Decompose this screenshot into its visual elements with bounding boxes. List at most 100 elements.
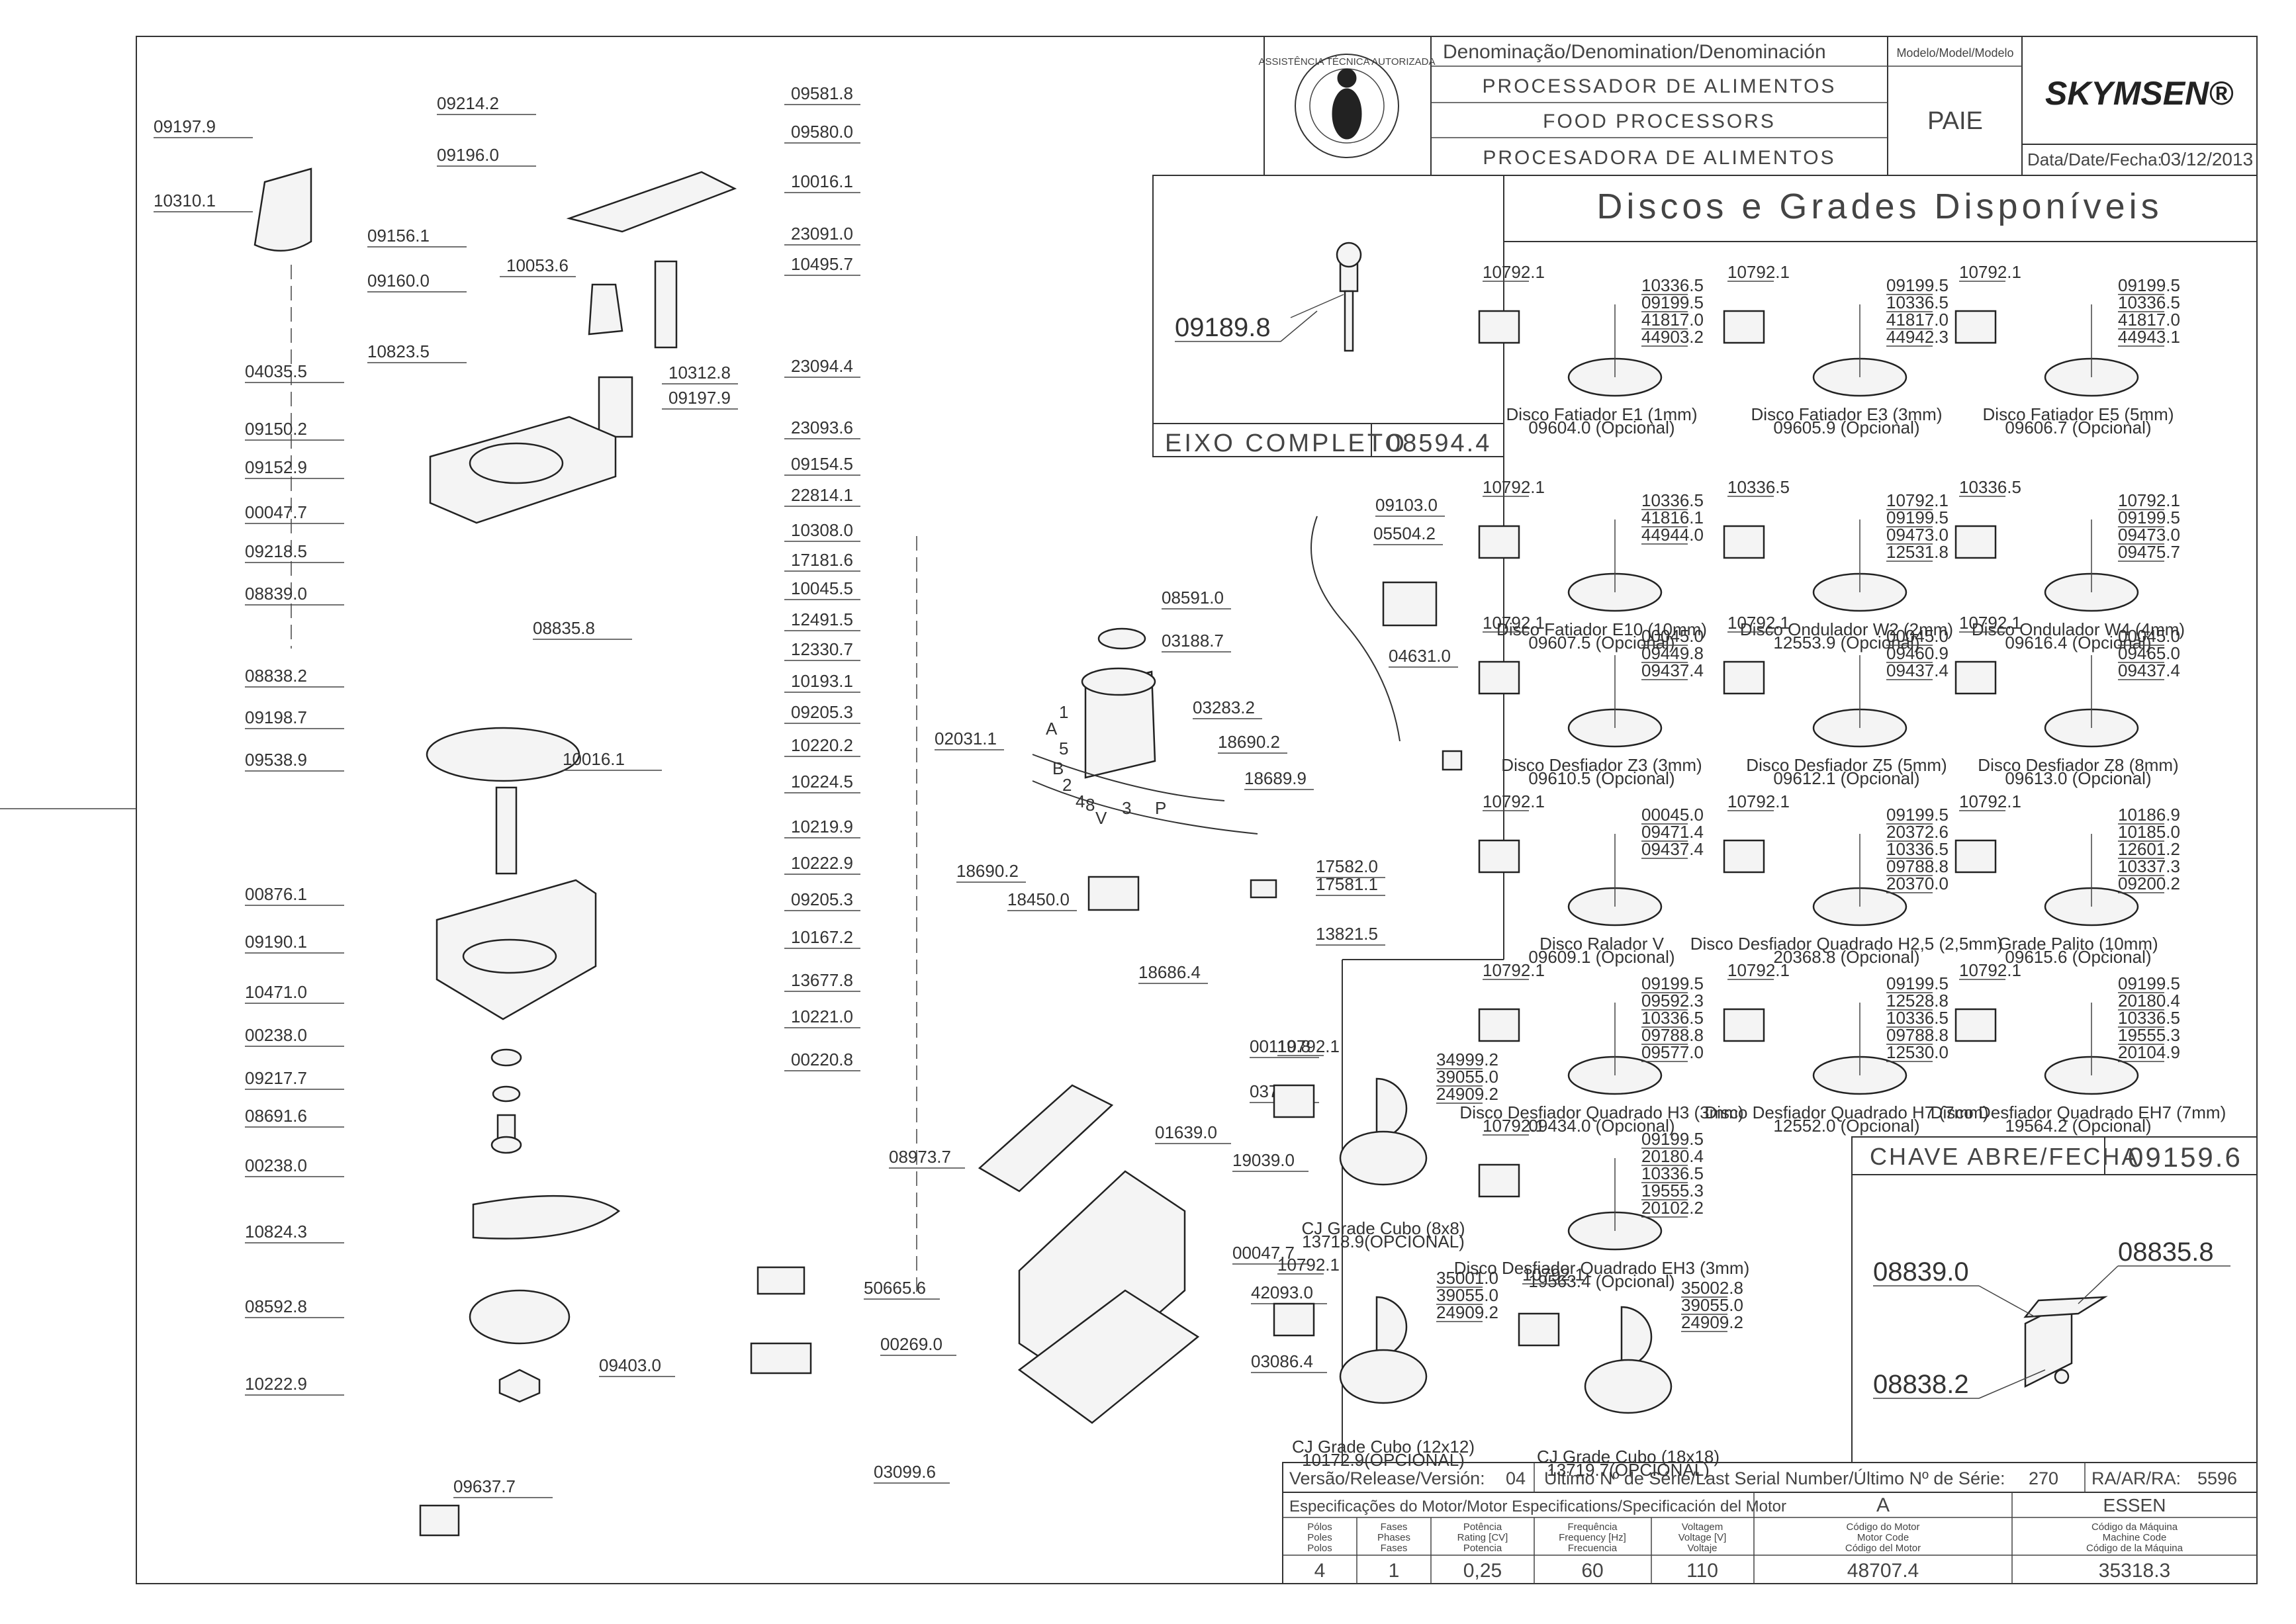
disc-part-label: 10336.5 [1959,477,2021,497]
serial-value: 270 [2029,1468,2058,1488]
lid-arm [566,171,737,233]
blade-disc [426,727,580,782]
svg-text:1: 1 [1389,1560,1400,1582]
callout-left-2: 09214.2 [437,93,499,113]
motor-letter: A [1876,1494,1890,1516]
callout-left-19: 09190.1 [245,932,307,952]
callout-motor-3: 03283.2 [1193,698,1255,717]
cube-grid-icon [1375,1296,1408,1358]
disc-part-label: 34999.2 [1436,1050,1498,1069]
disc-code: 09613.0 (Opcional) [2005,768,2151,788]
callout-base-1: 01639.0 [1155,1122,1217,1142]
callout-left-3: 09196.0 [437,145,499,165]
svg-text:0,25: 0,25 [1463,1560,1502,1582]
switch-title: CHAVE ABRE/FECHA [1870,1143,2139,1170]
disc-part-label: 24909.2 [1681,1312,1743,1332]
callout-right-8: 23094.4 [791,356,853,376]
disc-part-label: 35002.8 [1681,1278,1743,1298]
disc-item-13: 10792.109199.512528.810336.509788.812530… [1704,960,1988,1136]
spec-col-rating: Potência Rating [CV] Potencia 0,25 [1457,1521,1508,1582]
labels-right: 09581.809580.010016.123091.010495.710053… [500,83,860,1071]
callout-right-27: 00220.8 [791,1050,853,1069]
disc-part-label: 10336.5 [1886,293,1949,312]
disc-code: 13718.9(OPCIONAL) [1302,1232,1465,1251]
disc-name: Disco Fatiador E3 (3mm) [1751,404,1943,424]
drawing-border [136,36,2258,1584]
motor-pulley [1097,627,1146,650]
callout-left-5: 09160.0 [367,271,430,291]
disc-part-label: 09199.5 [1886,973,1949,993]
svg-text:Potência: Potência [1463,1521,1502,1533]
brush [750,1342,812,1375]
callout-left-1: 10310.1 [154,191,216,210]
disc-part-label: 09437.4 [1641,660,1704,680]
disc-part-label: 12531.8 [1886,542,1949,562]
wire-label-8: 3 [1122,798,1131,818]
wire-label-7: V [1095,808,1107,828]
disc-pusher-icon [1478,1163,1520,1198]
wire-label-6: 8 [1085,795,1095,815]
callout-base-7: 00269.0 [880,1334,942,1354]
disc-part-label: 09577.0 [1641,1042,1704,1062]
disc-part-label: 09460.9 [1886,643,1949,663]
callout-right-12: 10308.0 [791,520,853,540]
callout-right-3: 23091.0 [791,224,853,244]
callout-left-24: 00238.0 [245,1155,307,1175]
disc-pusher-icon [1954,525,1997,559]
disc-pusher-icon [1723,1008,1765,1042]
nut [498,1369,541,1403]
disc-part-label: 44943.1 [2118,327,2180,347]
disc-part-label: 10336.5 [1727,477,1790,497]
disc-name: Disco Fatiador E10 (10mm) [1496,619,1707,639]
disc-part-label: 12528.8 [1886,991,1949,1011]
disc-code: 13719.7(OPCIONAL) [1547,1460,1710,1480]
disc-part-label: 09199.5 [2118,275,2180,295]
disc-code: 20368.8 (Opcional) [1773,947,1919,967]
svg-text:Código da Máquina: Código da Máquina [2091,1521,2178,1533]
disc-name: Disco Desfiador Quadrado EH3 (3mm) [1454,1258,1750,1278]
disc-part-label: 10792.1 [1483,262,1545,282]
labels-left: 09197.910310.109214.209196.009156.109160… [154,93,662,1498]
cord-label [1382,581,1438,627]
svg-text:Voltaje: Voltaje [1687,1543,1717,1554]
callout-left-17: 10016.1 [563,749,625,769]
callout-left-0: 09197.9 [154,116,216,136]
callout-right-7: 09197.9 [668,388,731,408]
disc-name: Disco Desfiador Quadrado H7 (7mm) [1704,1103,1988,1122]
base-plate [1017,1289,1200,1424]
disc-item-11: 10792.110186.910185.012601.210337.309200… [1954,791,2180,967]
disc-part-label: 10792.1 [1727,613,1790,633]
callout-left-10: 00047.7 [245,502,307,522]
plate [419,1504,460,1537]
callout-right-6: 10312.8 [668,363,731,383]
disc-pusher-icon [1954,310,1997,344]
disc-item-4: 10336.510792.109199.509473.012531.8Disco… [1723,477,1953,653]
svg-text:Frecuencia: Frecuencia [1568,1543,1618,1554]
disc-name: CJ Grade Cubo (18x18) [1537,1447,1720,1466]
disc-item-0: 10792.110336.509199.541817.044903.2Disco… [1478,262,1704,437]
callout-motor-2: 02031.1 [935,729,997,748]
callout-left-26: 08592.8 [245,1296,307,1316]
discs-grid: 10792.110336.509199.541817.044903.2Disco… [1273,262,2226,1480]
disc-part-label: 12530.0 [1886,1042,1949,1062]
disc-item-15: 10792.109199.520180.410336.519555.320102… [1454,1116,1750,1291]
disc-pusher-icon [1954,839,1997,874]
disc-part-label: 10336.5 [1886,1008,1949,1028]
disc-part-label: 44942.3 [1886,327,1949,347]
wire-label-1: A [1046,719,1058,739]
disc-code: 19563.4 (Opcional) [1528,1271,1675,1291]
disc-code: 09609.1 (Opcional) [1528,947,1675,967]
callout-right-4: 10495.7 [791,254,853,274]
callout-left-25: 10824.3 [245,1222,307,1241]
callout-left-13: 08835.8 [533,618,595,638]
disc-part-label: 44903.2 [1641,327,1704,347]
wire-label-9: P [1155,798,1166,818]
motor-brand: ESSEN [2103,1495,2166,1515]
disc-pusher-icon [1478,1008,1520,1042]
labels-motor: 08591.003188.702031.103283.218690.218689… [935,495,1458,1103]
disc-pusher-icon [1478,310,1520,344]
svg-text:Machine Code: Machine Code [2103,1532,2167,1543]
callout-left-15: 09198.7 [245,707,307,727]
spec-col-motor-code: Código do Motor Motor Code Código del Mo… [1845,1521,1921,1582]
